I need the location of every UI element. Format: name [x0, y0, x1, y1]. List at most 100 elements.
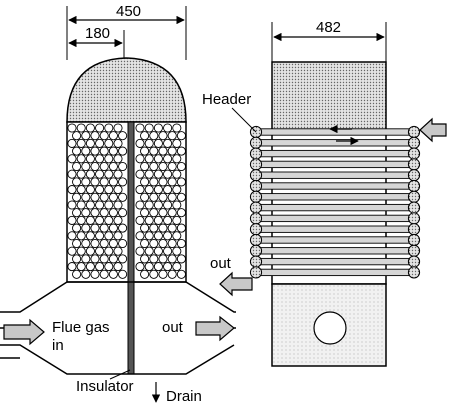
tube-circle [67, 154, 77, 164]
tube-circle [135, 262, 145, 272]
tube-circle [144, 185, 154, 195]
tube-circle [144, 200, 154, 210]
tube-circle [104, 185, 114, 195]
tube-circle [163, 123, 173, 133]
tube-circle [90, 223, 100, 233]
flue-gas-in-arrow [3, 318, 45, 346]
tube-circle [99, 223, 109, 233]
tube-circle [90, 238, 100, 249]
tube-circle [99, 238, 109, 249]
tube-circle [81, 177, 91, 187]
tube-circle [140, 177, 150, 187]
tube-circle [167, 223, 177, 233]
tube-circle [90, 161, 100, 172]
tube-circle [76, 138, 86, 148]
dome [66, 57, 187, 123]
tube-circle [113, 154, 123, 164]
tube-circle [176, 146, 186, 156]
tube-circle [158, 192, 168, 202]
tube-circle [118, 254, 128, 264]
tube-circle [67, 246, 77, 256]
tube-circle [76, 123, 86, 133]
header-circle [249, 169, 263, 182]
tube-circle [163, 262, 173, 272]
tube-circle [167, 269, 177, 279]
header-circle [249, 136, 263, 149]
tube-circle [153, 185, 163, 195]
tube-circle [108, 161, 118, 172]
tube-circle [153, 200, 163, 210]
tube-circle [90, 146, 100, 156]
tube-circle [158, 146, 168, 156]
tube-circle [81, 131, 91, 141]
header-circle [249, 244, 263, 257]
tube-circle [113, 169, 123, 179]
tube-circle [95, 215, 105, 225]
tube-circle [172, 262, 182, 272]
insulator-leader [109, 369, 131, 380]
tube-circle [108, 223, 118, 233]
tube-circle [113, 215, 123, 225]
tube-circle [99, 254, 109, 264]
tube-circle [158, 177, 168, 187]
header-circle [407, 212, 421, 225]
tube-circle [118, 208, 128, 218]
tube-row [255, 247, 415, 255]
tube-circle [135, 154, 145, 164]
tube-circle [85, 123, 95, 133]
tube-circle [72, 146, 82, 156]
right-dimension: 482 [271, 19, 387, 62]
tube-circle [108, 238, 118, 249]
tube-circle [176, 269, 186, 279]
tube-circle [158, 223, 168, 233]
tube-circle [158, 254, 168, 264]
tube-circle [104, 215, 114, 225]
tube-circle [163, 154, 173, 164]
tube-circle [90, 254, 100, 264]
tube-circle [172, 138, 182, 148]
tube-circle [135, 215, 145, 225]
tube-circle [99, 161, 109, 172]
tube-row [255, 149, 415, 158]
tube-circle [95, 169, 105, 179]
header-circle [249, 190, 263, 203]
tube-circle [99, 177, 109, 187]
tube-circle [149, 254, 159, 264]
tube-circle [76, 185, 86, 195]
header-circle [407, 147, 421, 160]
tube-circle [104, 154, 114, 164]
tube-circle [85, 262, 95, 272]
tube-circle [113, 200, 123, 210]
tube-circle [153, 231, 163, 241]
tube-circle [176, 177, 186, 187]
tube-circle [172, 123, 182, 133]
tube-circle [104, 246, 114, 256]
left-out-arrow [195, 315, 235, 342]
tube-circle [118, 161, 128, 172]
tube-circle [113, 185, 123, 195]
tube-circle [90, 269, 100, 279]
tube-circle [144, 154, 154, 164]
tube-circle [140, 269, 150, 279]
tube-circle [163, 169, 173, 179]
tube-circle [99, 208, 109, 218]
access-port [313, 311, 347, 345]
header-circle [407, 136, 421, 149]
tube-circle [85, 200, 95, 210]
tube-circle [104, 262, 114, 272]
tube-circle [144, 215, 154, 225]
tube-row [255, 257, 415, 266]
flue-gas-in-label: in [52, 337, 64, 354]
tube-circle [153, 262, 163, 272]
header-circle [407, 233, 421, 247]
tube-circle [76, 215, 86, 225]
tube-circle [104, 123, 114, 133]
tube-circle [113, 123, 123, 133]
header-circle [407, 190, 421, 203]
tube-circle [81, 223, 91, 233]
tube-circle [158, 161, 168, 172]
tube-circle [167, 161, 177, 172]
tube-row [255, 182, 415, 190]
tube-circle [140, 131, 150, 141]
